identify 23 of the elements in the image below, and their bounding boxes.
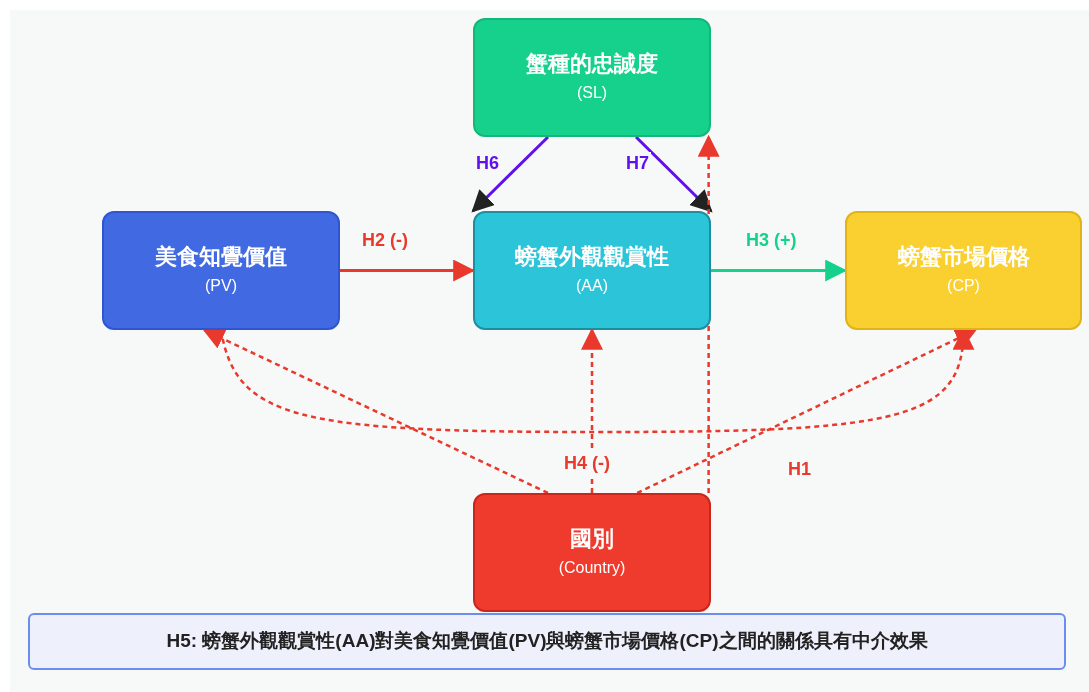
node-abbreviation: (SL) bbox=[576, 83, 608, 104]
node-title: 螃蟹市場價格 bbox=[897, 242, 1030, 271]
construct-box bbox=[102, 211, 340, 330]
edge-label: H4 (-) bbox=[562, 452, 612, 475]
construct-box bbox=[473, 18, 711, 137]
arrow bbox=[634, 135, 713, 213]
node-title: 蟹種的忠誠度 bbox=[526, 49, 658, 78]
node-title: 國別 bbox=[570, 524, 614, 553]
construct-box bbox=[473, 493, 711, 612]
node-abbreviation: (PV) bbox=[205, 276, 237, 297]
node-abbreviation: (AA) bbox=[576, 276, 608, 297]
arrow bbox=[581, 327, 603, 493]
node-abbreviation: (Country) bbox=[558, 558, 626, 579]
node-title: 螃蟹外觀觀賞性 bbox=[515, 242, 669, 271]
note-box bbox=[28, 613, 1066, 670]
node-title: H5: 螃蟹外觀觀賞性(AA)對美食知覺價值(PV)與螃蟹市場價格(CP)之間的關係具有中介效果 bbox=[166, 629, 928, 654]
node-title: 美食知覺價值 bbox=[155, 242, 287, 271]
arrow bbox=[471, 135, 550, 213]
node-abbreviation: (CP) bbox=[947, 276, 980, 297]
arrow bbox=[636, 328, 978, 495]
arrow bbox=[202, 328, 549, 495]
construct-box bbox=[845, 211, 1082, 330]
construct-box bbox=[473, 211, 711, 330]
